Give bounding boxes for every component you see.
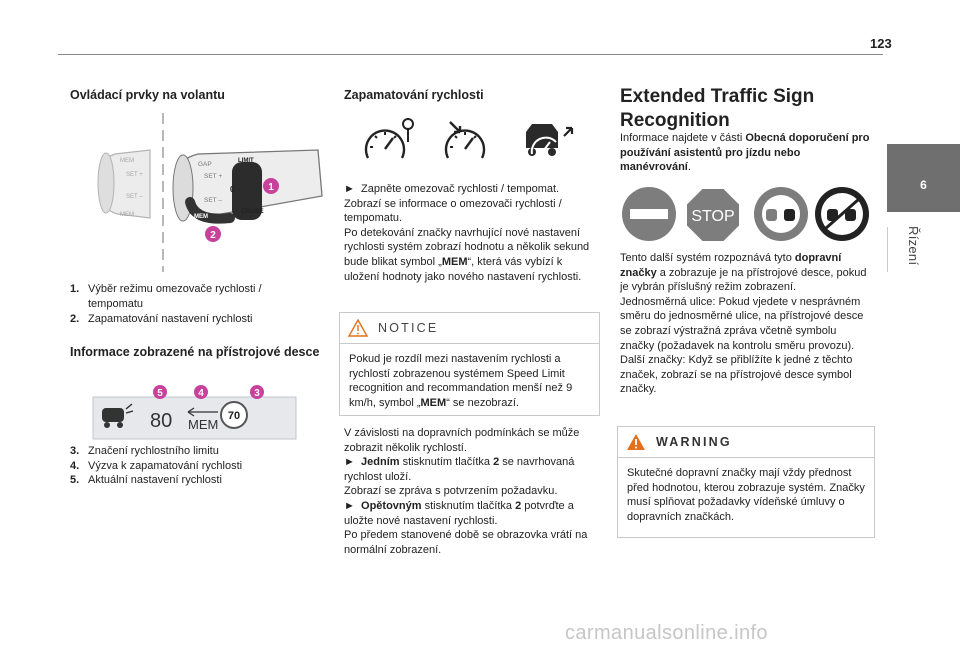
adaptive-cruise-icon [526, 124, 574, 156]
speed-limit-value: 70 [228, 410, 240, 422]
lever-label: MEM [194, 214, 208, 220]
notice-warning-icon [348, 319, 368, 337]
no-entry-sign-icon [622, 187, 676, 241]
mem-prompt: MEM [188, 417, 218, 432]
callout-5-label: 5 [157, 388, 163, 399]
callout-3 [250, 385, 264, 399]
speed-limiter-icon [364, 118, 414, 159]
callout-2-label: 2 [210, 230, 216, 241]
instrument-display-illustration: 80 MEM 70 5 4 3 [92, 385, 297, 440]
no-overtaking-sign-icon [754, 187, 808, 241]
dashboard-info-heading: Informace zobrazené na přístrojové desce [70, 345, 320, 359]
memorize-instructions: ► Zapněte omezovač rychlosti / tempomat.… [344, 183, 590, 283]
list-item: 2.Zapamatování nastavení rychlosti [70, 313, 253, 326]
lever-label: SET – [204, 197, 222, 204]
callout-4-label: 4 [198, 388, 204, 399]
callout-5 [153, 385, 167, 399]
speed-limit-sign-icon [220, 401, 248, 429]
chapter-tab[interactable] [887, 144, 960, 212]
lever-label: MEM [120, 158, 134, 164]
stop-sign-text: STOP [691, 208, 734, 225]
list-item: 1.Výběr režimu omezovače rychlosti / tem… [70, 283, 262, 310]
mode-icons-row [364, 118, 574, 159]
display-panel [92, 396, 297, 440]
list-item: 4.Výzva k zapamatování rychlosti [70, 459, 243, 472]
display-legend-list: 3.Značení rychlostního limitu 4.Výzva k … [70, 444, 310, 488]
lever-label: LIMIT [238, 158, 254, 164]
page-number: 123 [870, 36, 892, 51]
lever-label: SET + [204, 173, 222, 180]
header-rule [58, 54, 883, 55]
steering-controls-heading: Ovládací prvky na volantu [70, 88, 225, 102]
controls-legend-list: 1.Výběr režimu omezovače rychlosti / tem… [70, 282, 310, 327]
notice-title: NOTICE [378, 321, 439, 335]
lever-label: MEM [120, 212, 134, 218]
chapter-tab-rule [887, 227, 888, 272]
steering-lever-illustration: MEM SET + SET – MEM GAP SET + SET – LIMI… [97, 113, 323, 272]
list-item: 3.Značení rychlostního limitu [70, 445, 219, 457]
lever-label: GAP [198, 161, 212, 168]
set-speed-value: 80 [150, 410, 172, 432]
callout-2 [205, 226, 221, 242]
traffic-signs-row: STOP [622, 187, 869, 243]
callout-4 [194, 385, 208, 399]
multiple-speeds-text: V závislosti na dopravních podmínkách se… [344, 427, 588, 556]
lever-label: CRUISE [241, 209, 264, 215]
warning-icon [627, 434, 645, 450]
callout-1-label: 1 [268, 182, 274, 193]
warning-text: Skutečné dopravní značky mají vždy předn… [627, 467, 865, 523]
lever-left: MEM SET + SET – MEM [97, 149, 151, 219]
mem-button [185, 197, 235, 224]
notice-text: Pokud je rozdíl mezi nastavením rychlost… [349, 353, 573, 409]
lever-label: SET + [126, 172, 143, 178]
list-item: 5.Aktuální nastavení rychlosti [70, 474, 222, 487]
stop-sign-icon: STOP [685, 187, 741, 243]
chapter-number: 6 [920, 178, 927, 192]
chapter-label: Řízení [906, 226, 921, 266]
warning-box: WARNING Skutečné dopravní značky mají vž… [617, 426, 875, 538]
limiter-car-icon [102, 403, 134, 428]
warning-title: WARNING [656, 435, 732, 449]
lever-label: SET – [126, 194, 143, 200]
callout-3-label: 3 [254, 388, 260, 399]
lever-label: 0 [230, 185, 235, 194]
tsr-description: Tento další systém rozpoznává tyto dopra… [620, 252, 867, 396]
callout-1 [263, 178, 279, 194]
end-no-overtaking-sign-icon [815, 187, 869, 241]
cruise-control-icon [444, 121, 486, 159]
mode-selector-wheel [232, 162, 262, 220]
watermark: carmanualsonline.info [565, 622, 768, 644]
memorize-speed-heading: Zapamatování rychlosti [344, 88, 484, 102]
tsr-intro: Informace najdete v části Obecná doporuč… [620, 132, 870, 174]
tsr-heading: Extended Traffic Sign Recognition [620, 86, 815, 131]
lever-right: GAP SET + SET – LIMIT CRUISE 0 MEM [172, 149, 323, 224]
notice-box: NOTICE Pokud je rozdíl mezi nastavením r… [339, 312, 600, 416]
